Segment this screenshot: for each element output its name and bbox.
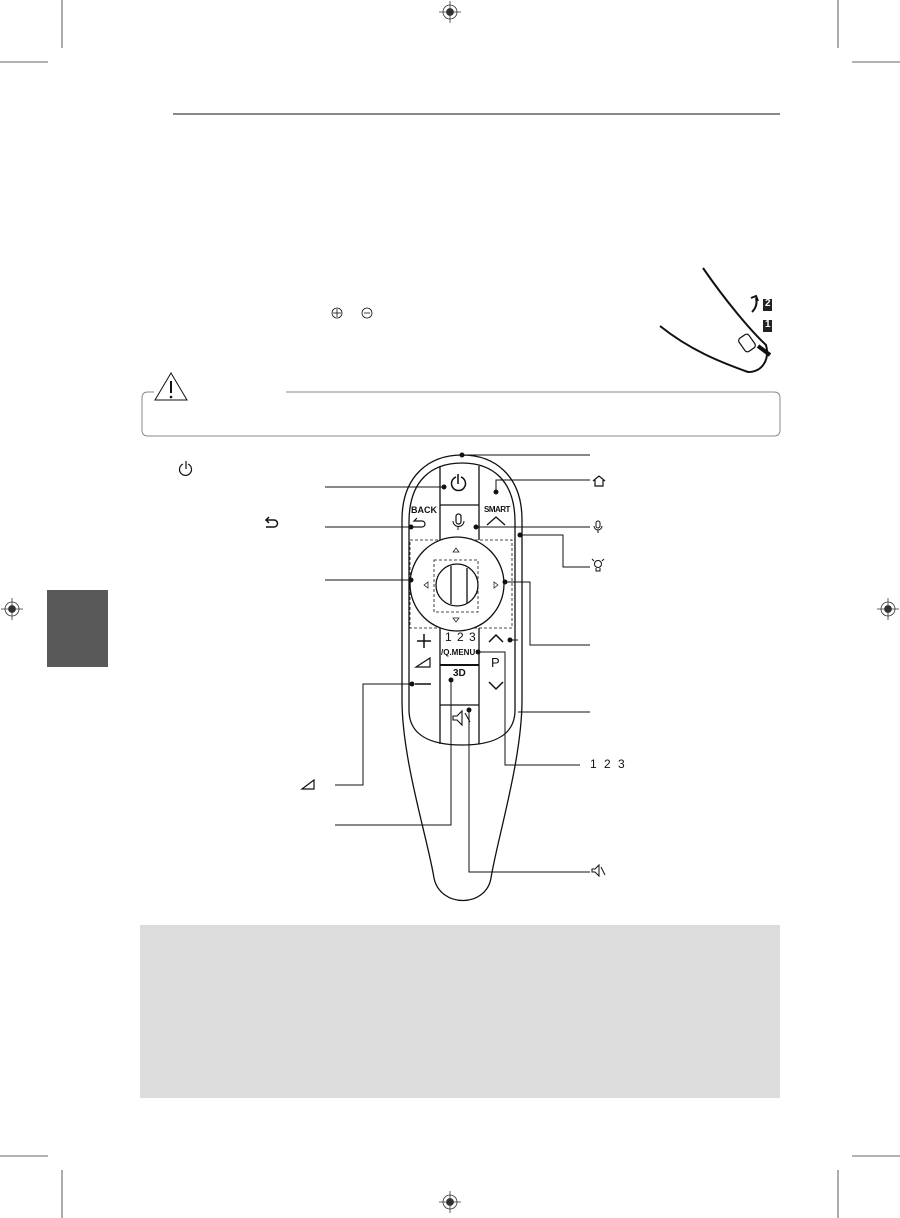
- mic-icon: [593, 520, 603, 533]
- power-icon: [178, 461, 193, 477]
- step-1-label: 1: [765, 319, 771, 330]
- smart-button[interactable]: SMART: [484, 505, 510, 514]
- mute-icon: [591, 863, 606, 878]
- caution-icon: [154, 372, 188, 401]
- 3d-button[interactable]: 3D: [453, 668, 466, 679]
- back-button[interactable]: BACK: [411, 505, 437, 515]
- caution-box: [141, 391, 781, 437]
- note-box: [140, 925, 780, 1098]
- minus-circle-icon: [361, 307, 373, 319]
- home-icon: [592, 475, 606, 487]
- back-icon: [264, 516, 279, 528]
- channel-button[interactable]: P: [491, 655, 500, 670]
- battery-cover-figure: [659, 267, 772, 374]
- bulb-icon: [591, 558, 605, 572]
- number-button[interactable]: 1 2 3: [445, 630, 477, 644]
- qmenu-button[interactable]: /Q.MENU: [441, 648, 476, 657]
- plus-circle-icon: [331, 307, 343, 319]
- number-callout-label: 1 2 3: [590, 757, 627, 771]
- callout-lines: [325, 454, 590, 873]
- step-2-label: 2: [765, 298, 771, 309]
- volume-icon: [300, 778, 315, 790]
- section-tab: [47, 590, 108, 667]
- callout-dots: [408, 452, 523, 713]
